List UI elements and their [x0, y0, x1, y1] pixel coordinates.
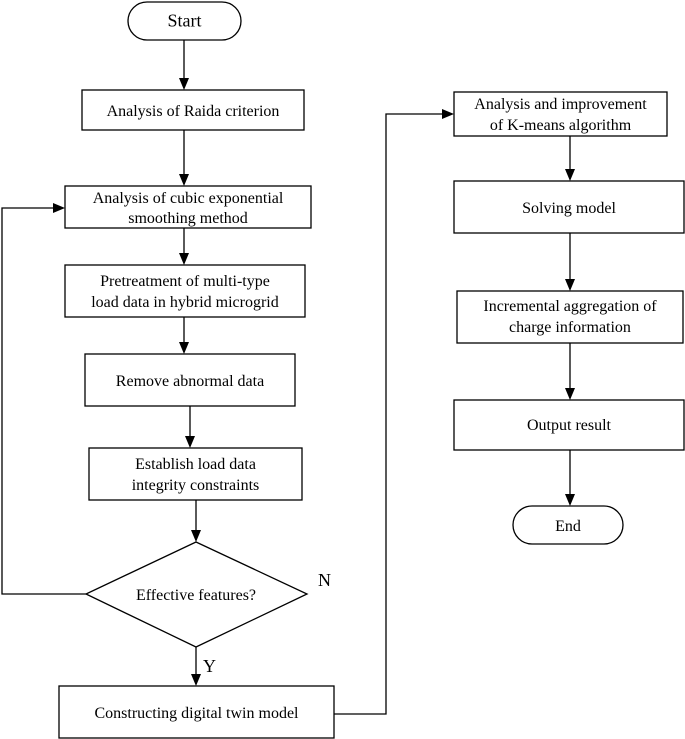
pretreat-label-line1: Pretreatment of multi-type — [100, 273, 270, 290]
solving-label: Solving model — [522, 200, 616, 217]
cubic-label-line2: smoothing method — [128, 210, 248, 227]
kmeans-node: Analysis and improvement of K-means algo… — [453, 91, 668, 137]
twin-node: Constructing digital twin model — [58, 685, 335, 739]
yes-branch-label: Y — [203, 656, 216, 676]
start-label: Start — [168, 11, 202, 31]
pretreat-label-line2: load data in hybrid microgrid — [91, 294, 279, 311]
establish-label-line1: Establish load data — [135, 456, 256, 473]
remove-label: Remove abnormal data — [116, 373, 264, 390]
raida-node: Analysis of Raida criterion — [81, 89, 305, 131]
cubic-label-line1: Analysis of cubic exponential — [93, 190, 284, 207]
raida-label: Analysis of Raida criterion — [107, 103, 280, 120]
end-label: End — [555, 518, 581, 535]
incremental-label-line2: charge information — [509, 319, 631, 336]
incremental-node: Incremental aggregation of charge inform… — [456, 290, 684, 344]
cubic-node: Analysis of cubic exponential smoothing … — [64, 185, 312, 229]
start-node: Start — [127, 1, 242, 41]
solving-node: Solving model — [453, 180, 685, 234]
establish-node: Establish load data integrity constraint… — [88, 447, 303, 501]
no-branch-label: N — [318, 570, 331, 590]
end-node: End — [512, 505, 624, 545]
connectors — [1, 40, 575, 715]
twin-label: Constructing digital twin model — [95, 705, 300, 722]
pretreat-node: Pretreatment of multi-type load data in … — [64, 264, 306, 318]
kmeans-label-line1: Analysis and improvement — [474, 96, 647, 113]
kmeans-label-line2: of K-means algorithm — [490, 117, 632, 134]
output-label: Output result — [527, 417, 612, 434]
decision-node: Effective features? — [84, 541, 309, 648]
remove-node: Remove abnormal data — [84, 353, 296, 407]
establish-label-line2: integrity constraints — [132, 477, 260, 494]
output-node: Output result — [453, 399, 685, 451]
decision-label: Effective features? — [136, 587, 256, 604]
incremental-label-line1: Incremental aggregation of — [483, 298, 657, 315]
